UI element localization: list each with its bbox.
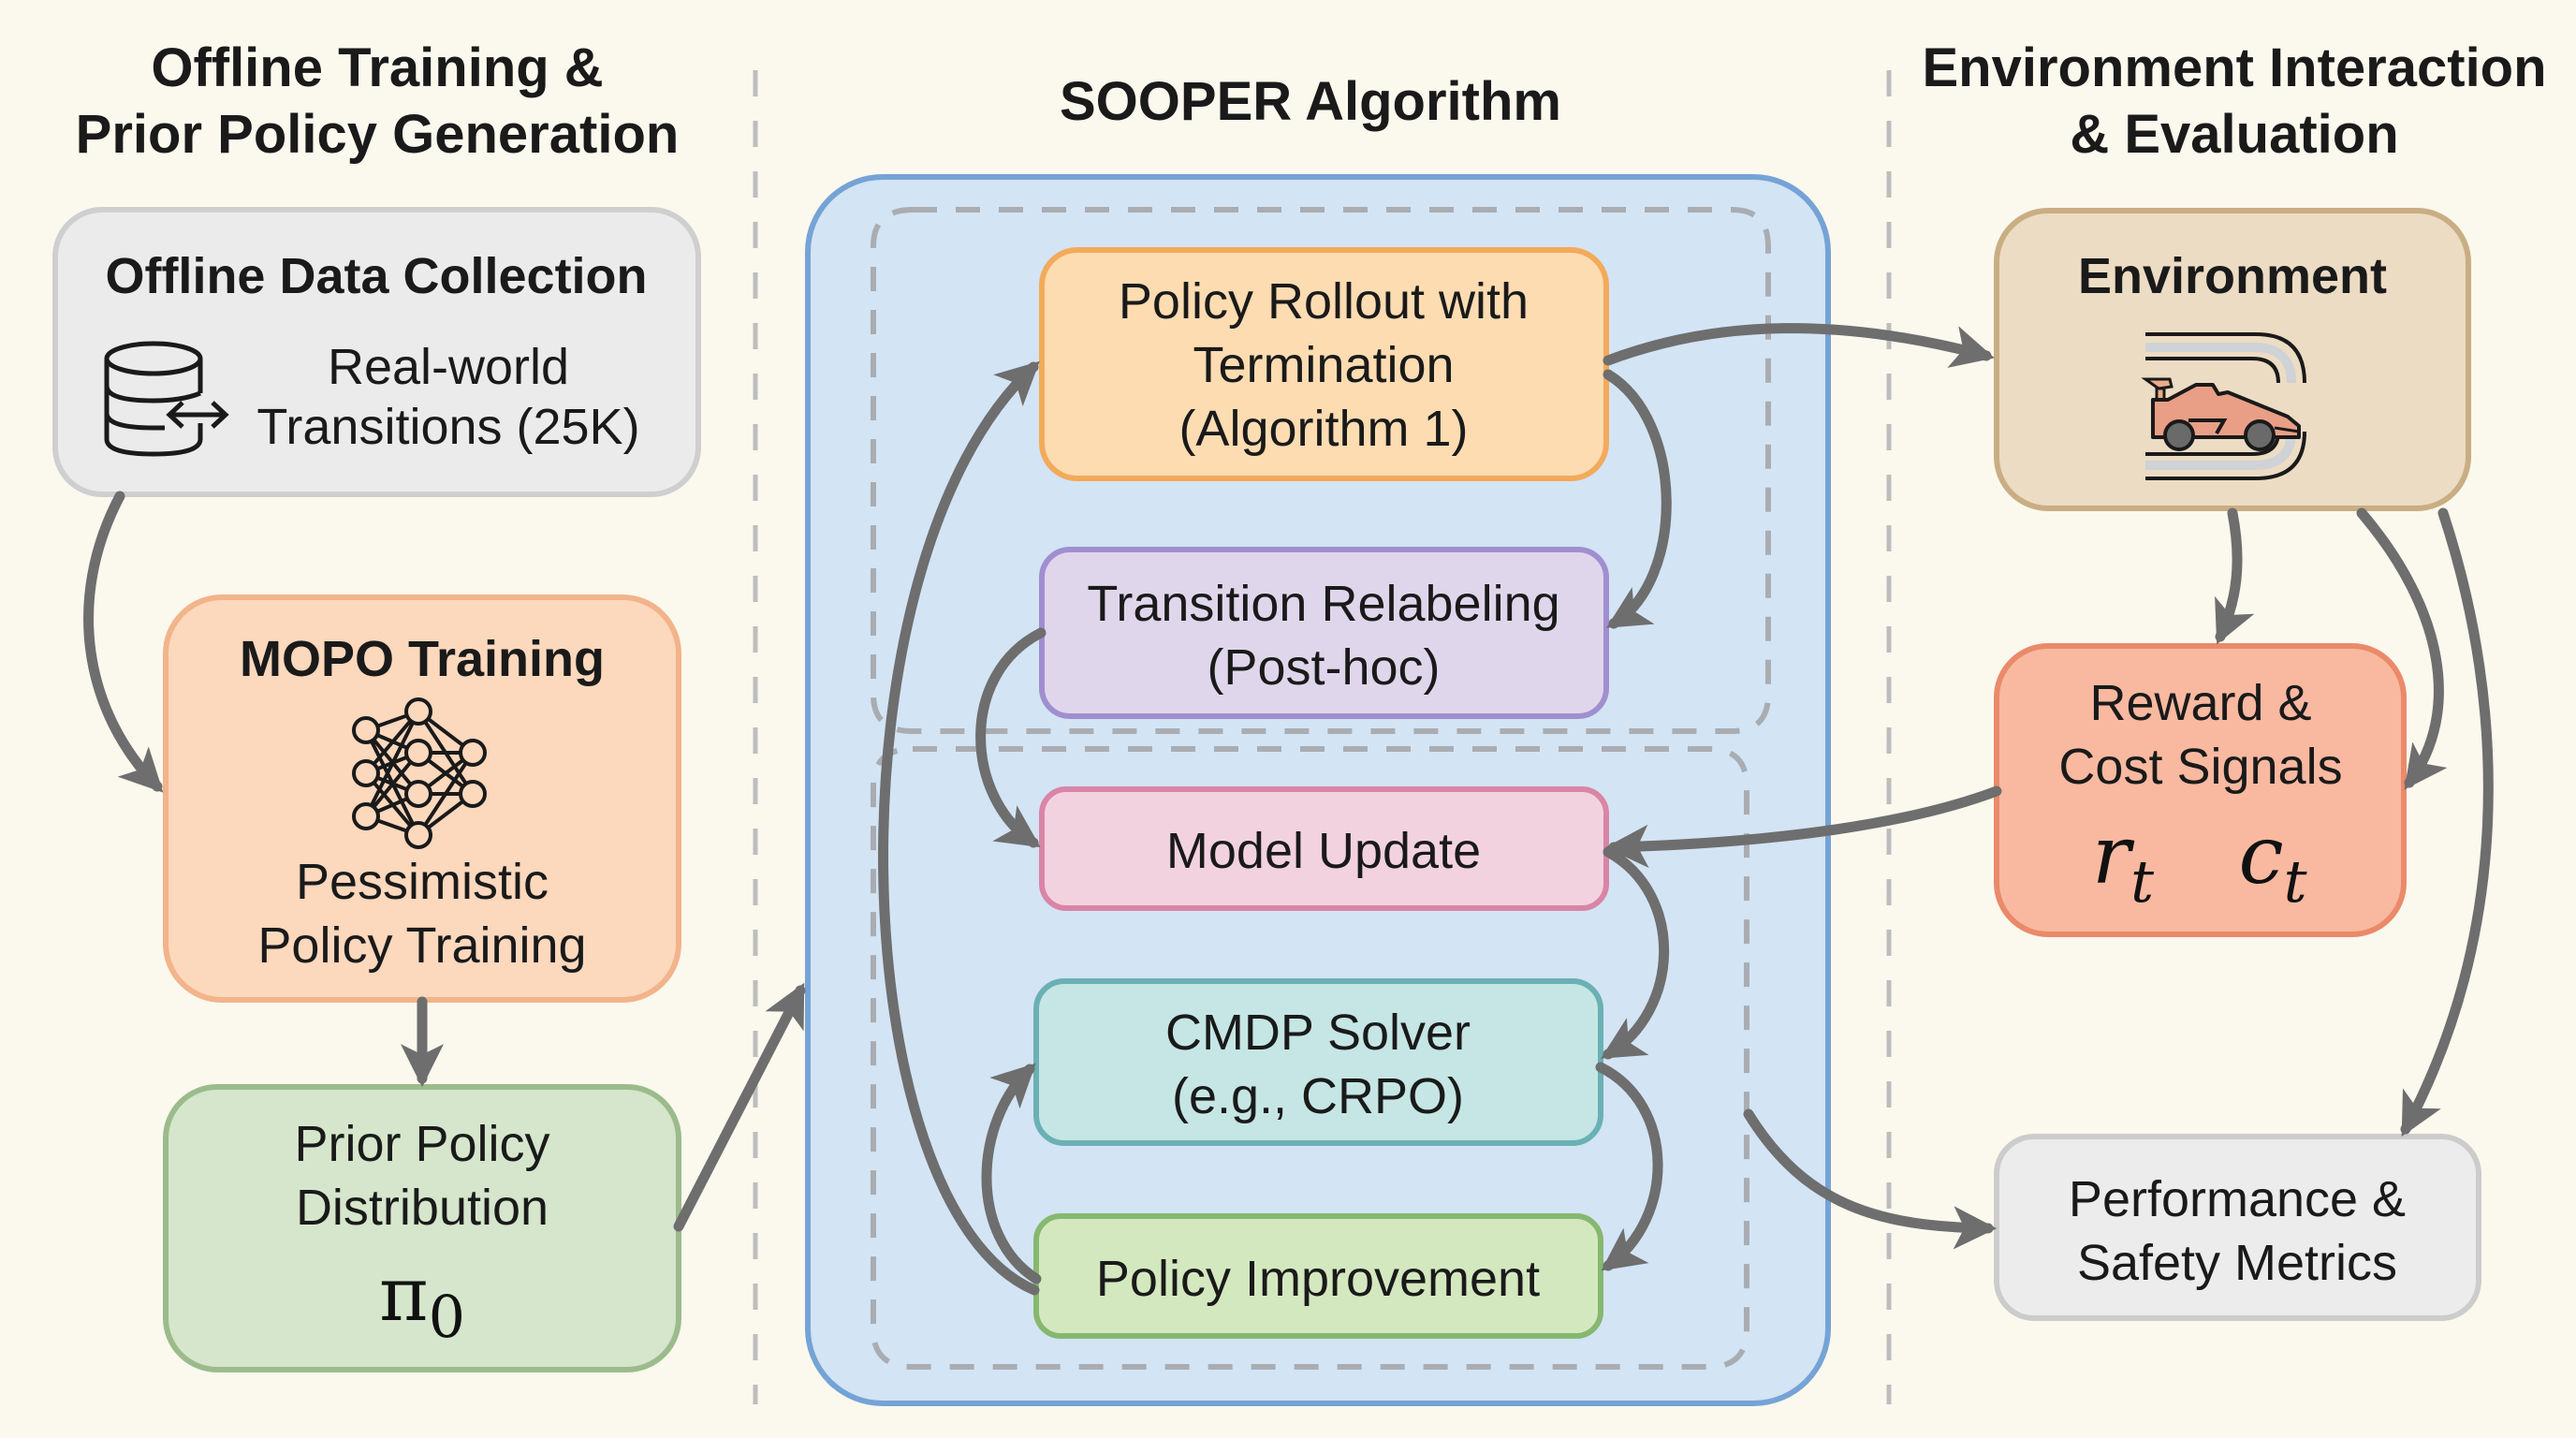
- neural-network-icon: [352, 697, 487, 849]
- rollout-line1: Policy Rollout with: [1119, 273, 1529, 330]
- arrow-offline-to-mopo: [83, 491, 164, 793]
- offline-data-line2: Transitions (25K): [256, 399, 639, 455]
- rollout-line3: (Algorithm 1): [1178, 401, 1468, 457]
- section-title-right-line2: & Evaluation: [2070, 104, 2398, 165]
- section-title-right-line1: Environment Interaction: [1922, 37, 2546, 98]
- environment-title: Environment: [2078, 248, 2387, 304]
- arrow-rollout-to-relabel: [1603, 369, 1672, 629]
- prior-line2: Distribution: [296, 1180, 549, 1236]
- offline-data-line1: Real-world: [328, 339, 569, 395]
- arrow-environment-to-metrics: [2400, 507, 2494, 1137]
- node-transition-relabeling[interactable]: Transition Relabeling (Post-hoc): [1039, 547, 1609, 719]
- node-policy-rollout[interactable]: Policy Rollout with Termination (Algorit…: [1039, 247, 1609, 481]
- database-transfer-icon: [104, 341, 229, 457]
- relabel-line1: Transition Relabeling: [1087, 576, 1559, 632]
- offline-data-title: Offline Data Collection: [105, 248, 647, 304]
- section-title-center: SOOPER Algorithm: [1060, 71, 1561, 132]
- section-title-left-line1: Offline Training &: [151, 37, 603, 98]
- node-cmdp-solver[interactable]: CMDP Solver (e.g., CRPO): [1033, 978, 1603, 1146]
- prior-math-pi0: π0: [379, 1251, 465, 1351]
- arrow-reward-to-model: [1604, 785, 2002, 869]
- relabel-line2: (Post-hoc): [1207, 639, 1440, 696]
- reward-subscript: t: [2130, 847, 2154, 916]
- arrow-model-to-cmdp: [1601, 846, 1670, 1060]
- model-update-label: Model Update: [1166, 823, 1481, 879]
- pi-symbol: π: [379, 1251, 429, 1338]
- mopo-line1: Pessimistic: [296, 854, 549, 910]
- arrow-prior-to-sooper: [673, 982, 806, 1232]
- rollout-line2: Termination: [1193, 337, 1454, 393]
- node-prior-policy[interactable]: Prior Policy Distribution π0: [163, 1084, 681, 1372]
- arrow-cmdp-to-improvement: [1595, 1062, 1663, 1271]
- arrow-rollout-to-environment: [1603, 323, 1995, 368]
- mopo-title: MOPO Training: [240, 631, 605, 687]
- section-title-left-line2: Prior Policy Generation: [76, 104, 680, 165]
- node-environment[interactable]: Environment: [1994, 208, 2471, 511]
- cost-math-ct: ct: [2238, 809, 2306, 916]
- metrics-line2: Safety Metrics: [2077, 1235, 2397, 1291]
- race-car-track-icon: [2141, 332, 2306, 480]
- node-performance-metrics[interactable]: Performance & Safety Metrics: [1994, 1134, 2481, 1321]
- arrow-improvement-to-cmdp: [981, 1063, 1042, 1284]
- node-reward-cost[interactable]: Reward & Cost Signals rt ct: [1994, 643, 2407, 937]
- pi-subscript: 0: [429, 1283, 465, 1351]
- arrow-environment-to-reward-side: [2356, 507, 2448, 790]
- cmdp-line2: (e.g., CRPO): [1172, 1068, 1464, 1124]
- arrow-improvement-to-rollout: [878, 360, 1040, 1296]
- cmdp-line1: CMDP Solver: [1165, 1005, 1471, 1061]
- arrow-environment-to-reward: [2215, 507, 2255, 645]
- node-offline-data[interactable]: Offline Data Collection Real-world Trans…: [52, 207, 701, 497]
- cost-symbol: c: [2238, 809, 2283, 902]
- metrics-line1: Performance &: [2069, 1171, 2406, 1227]
- mopo-line2: Policy Training: [257, 917, 586, 974]
- reward-symbol: r: [2092, 809, 2135, 902]
- node-policy-improvement[interactable]: Policy Improvement: [1033, 1213, 1603, 1339]
- cost-subscript: t: [2284, 847, 2307, 916]
- arrow-relabel-to-model: [975, 627, 1046, 848]
- inner-group-rollout: [871, 207, 1771, 734]
- policy-improvement-label: Policy Improvement: [1096, 1251, 1540, 1307]
- prior-line1: Prior Policy: [294, 1116, 549, 1172]
- reward-line1: Reward &: [2089, 675, 2311, 731]
- node-mopo-training[interactable]: MOPO Training Pessimistic Policy Trainin…: [163, 594, 681, 1003]
- arrow-sooper-to-metrics: [1743, 1108, 1998, 1250]
- node-model-update[interactable]: Model Update: [1039, 786, 1609, 911]
- reward-math-rt: rt: [2092, 809, 2154, 916]
- reward-line2: Cost Signals: [2058, 739, 2342, 795]
- inner-group-learning: [871, 746, 1749, 1370]
